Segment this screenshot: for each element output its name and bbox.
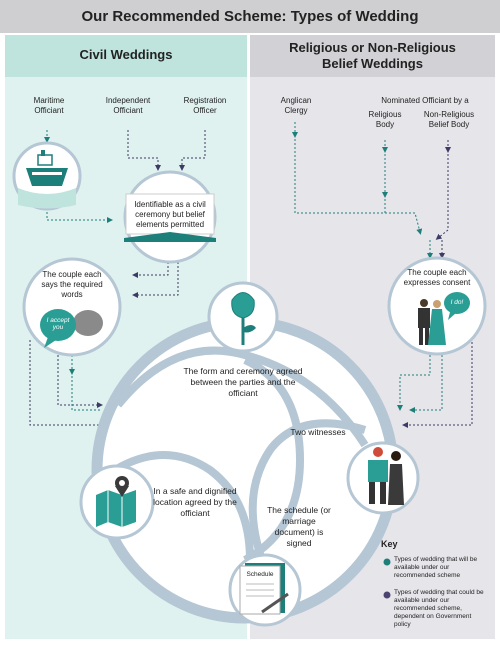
book-icon (123, 170, 217, 264)
key-item-available: Types of wedding that will be available … (394, 556, 478, 579)
civil-heading: Civil Weddings (79, 47, 173, 62)
civil-header-band (5, 35, 247, 77)
map-location-icon (79, 464, 155, 540)
religious-officiant-arrows (292, 122, 473, 428)
religious-header-band (250, 35, 495, 77)
form-and-ceremony-text: The form and ceremony agreed between the… (183, 366, 303, 398)
speech-bubble-ido: I do! (450, 299, 464, 306)
witnesses-text: Two witnesses (290, 427, 346, 437)
ceremony-note: Identifiable as a civil ceremony but bel… (134, 200, 206, 229)
nominated-officiant-label: Nominated Officiant by a (381, 96, 469, 105)
officiant-anglican: Anglican Clergy (280, 96, 312, 115)
couple-speaking-node (22, 257, 122, 357)
officiant-registration: Registration Officer (183, 96, 227, 115)
schedule-doc-label: Schedule (246, 571, 274, 578)
consent-label: The couple each expresses consent (403, 268, 471, 287)
schedule-text: The schedule (or marriage document) is s… (267, 505, 331, 548)
civil-officiant-arrows (29, 130, 206, 428)
location-text: In a safe and dignified location agreed … (153, 486, 237, 518)
officiant-religious-body: Religious Body (368, 110, 402, 129)
officiant-maritime: Maritime Officiant (33, 96, 65, 115)
ship-icon (12, 141, 82, 211)
speech-bubble-accept: I accept you (46, 317, 70, 331)
rose-icon (207, 281, 279, 353)
officiant-nonreligious-body: Non-Religious Belief Body (423, 110, 475, 129)
schedule-document-icon (228, 553, 302, 627)
key-item-dependent: Types of wedding that could be available… (394, 589, 484, 628)
vows-label: The couple each says the required words (41, 270, 103, 299)
couple-consent-node (387, 256, 487, 356)
key-title: Key (381, 539, 398, 549)
religious-heading: Religious or Non-Religious Belief Weddin… (289, 40, 456, 71)
officiant-independent: Independent Officiant (105, 96, 151, 115)
witnesses-icon (346, 441, 420, 515)
page-title: Our Recommended Scheme: Types of Wedding (0, 0, 500, 33)
key-markers (383, 558, 391, 599)
